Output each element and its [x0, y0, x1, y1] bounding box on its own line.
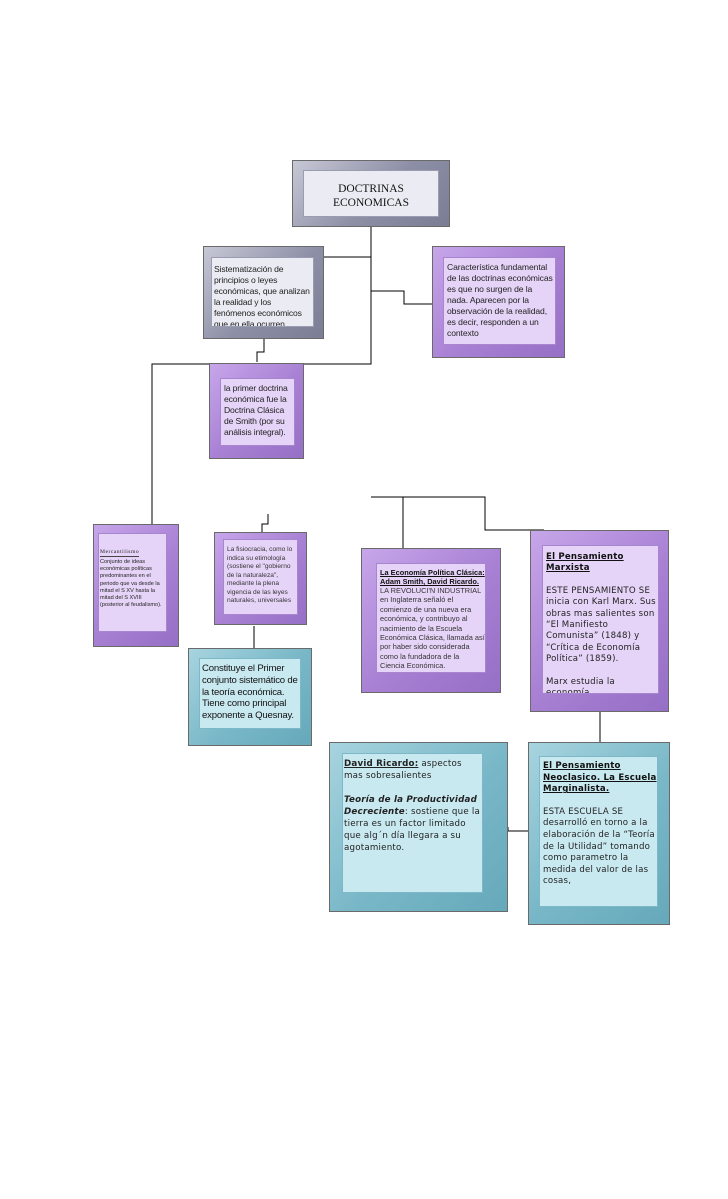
node-theory: Teoría de la Productividad Decreciente	[344, 795, 477, 817]
node-text: La fisiocracia, como lo indica su etimol…	[227, 546, 293, 604]
connector-line	[261, 514, 269, 532]
node-pensamiento-neoclasico: El Pensamiento Neoclasico. La Escuela Ma…	[528, 742, 670, 925]
node-david-ricardo: David Ricardo: aspectos mas sobresalient…	[329, 742, 508, 912]
node-title: La Economía Política Clásica: Adam Smith…	[380, 568, 485, 586]
node-title-rest: aspectos mas sobresalientes	[344, 759, 462, 781]
node-text: Marx estudia la economía	[546, 676, 615, 694]
node-title: El Pensamiento Marxista	[546, 552, 624, 574]
node-text: Característica fundamental de las doctri…	[447, 262, 553, 338]
node-primer-doctrina: la primer doctrina económica fue la Doct…	[209, 363, 304, 459]
node-text: ESTE PENSAMIENTO SE inicia con Karl Marx…	[546, 585, 656, 665]
node-title: David Ricardo:	[344, 759, 419, 769]
node-caracteristica: Característica fundamental de las doctri…	[432, 246, 565, 358]
connector-line	[371, 496, 544, 531]
node-fisiocracia: La fisiocracia, como lo indica su etimol…	[214, 532, 307, 625]
node-text: la primer doctrina económica fue la Doct…	[224, 383, 288, 437]
node-sistematizacion: Sistematización de principios o leyes ec…	[203, 246, 324, 339]
connector-line	[371, 290, 432, 305]
node-theory-text: : sostiene que la tierra es un factor li…	[344, 807, 480, 853]
node-text: ESTA ESCUELA SE desarrolló en torno a la…	[543, 806, 655, 887]
node-title-line: ECONOMICAS	[332, 197, 410, 209]
node-title: El Pensamiento Neoclasico. La Escuela Ma…	[543, 761, 657, 795]
node-constituye: Constituye el Primer conjunto sistemátic…	[188, 648, 312, 746]
connector-line	[256, 338, 265, 362]
node-text: Conjunto de ideas económicas políticas p…	[100, 559, 162, 609]
node-text: Constituye el Primer conjunto sistemátic…	[202, 663, 298, 722]
node-text: LA REVOLUCI'N INDUSTRIAL en Inglaterra s…	[380, 586, 485, 671]
node-title-line: DOCTRINAS	[338, 183, 404, 195]
node-mercantilismo: Mercantilismo Conjunto de ideas económic…	[93, 524, 179, 647]
node-economia-clasica: La Economía Política Clásica: Adam Smith…	[361, 548, 501, 693]
node-doctrinas-economicas: DOCTRINAS ECONOMICAS	[292, 160, 450, 227]
connector-line	[507, 827, 528, 832]
node-text: Sistematización de principios o leyes ec…	[214, 264, 310, 327]
node-title: Mercantilismo	[100, 549, 140, 558]
node-pensamiento-marxista: El Pensamiento Marxista ESTE PENSAMIENTO…	[530, 530, 669, 712]
